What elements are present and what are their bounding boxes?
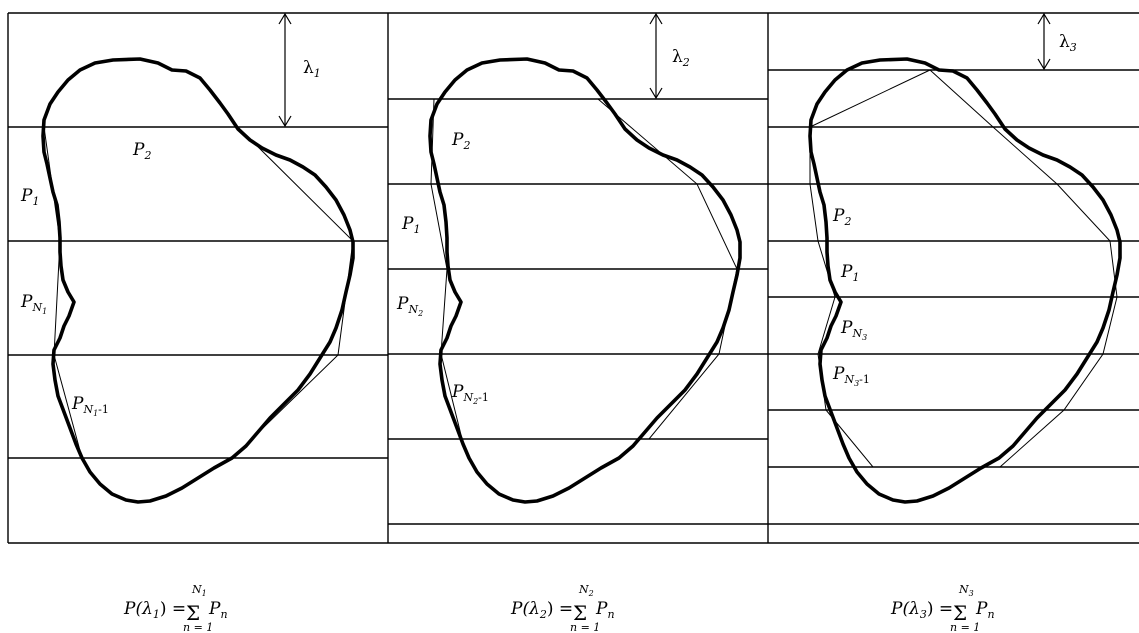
panel-2-grid — [388, 98, 768, 525]
svg-text:P(λ3) =: P(λ3) = — [890, 599, 953, 621]
segment-label-p1-panel3: P1 — [840, 262, 859, 284]
outline-shape-2 — [428, 57, 742, 504]
svg-text:n = 1: n = 1 — [950, 621, 980, 633]
svg-text:λ2: λ2 — [672, 47, 690, 69]
svg-text:λ1: λ1 — [303, 58, 321, 80]
segment-label-pn-panel2: PN2 — [396, 294, 423, 318]
lambda-arrow-1: λ1 — [278, 12, 321, 128]
lambda-arrow-2: λ2 — [649, 12, 690, 100]
formula-1: P(λ1) = Σ N1 n = 1 Pn — [123, 583, 228, 633]
polygon-approximation-3 — [809, 69, 1118, 468]
segment-label-p1-panel1: P1 — [20, 186, 39, 208]
lambda-subscript-1: 1 — [314, 67, 321, 80]
panel-1-grid — [7, 12, 1139, 544]
lambda-subscript-3: 3 — [1070, 41, 1077, 54]
segment-label-pn-panel1: PN1 — [20, 292, 47, 316]
lambda-subscript-2: 2 — [682, 56, 690, 69]
lambda-symbol-2: λ — [672, 47, 683, 67]
svg-text:Pn: Pn — [595, 599, 615, 621]
svg-text:N2: N2 — [578, 583, 594, 598]
sigma-symbol-2: Σ — [573, 601, 587, 625]
polygon-approximation-1 — [43, 126, 354, 459]
sigma-symbol-1: Σ — [186, 601, 200, 625]
segment-label-pn-minus-1-panel1: PN1-1 — [71, 394, 109, 418]
svg-text:P(λ2) =: P(λ2) = — [510, 599, 573, 621]
segment-label-p2-panel2: P2 — [451, 130, 470, 152]
panel-1: λ1 P2 P1 PN1 PN1-1 — [7, 12, 1139, 544]
svg-text:Pn: Pn — [208, 599, 228, 621]
svg-text:λ3: λ3 — [1059, 32, 1077, 54]
svg-text:N1: N1 — [191, 583, 207, 598]
segment-label-p2-panel1: P2 — [132, 140, 151, 162]
outline-shape-1 — [41, 57, 355, 504]
svg-text:Pn: Pn — [975, 599, 995, 621]
polygon-approximation-2 — [430, 98, 738, 440]
lambda-arrow-3: λ3 — [1037, 12, 1077, 71]
segment-label-p2-panel3: P2 — [832, 206, 851, 228]
svg-text:P(λ1) =: P(λ1) = — [123, 599, 186, 621]
lambda-symbol-1: λ — [303, 58, 314, 78]
svg-text:n = 1: n = 1 — [183, 621, 213, 633]
lambda-symbol-3: λ — [1059, 32, 1070, 52]
svg-text:n = 1: n = 1 — [570, 621, 600, 633]
formula-2: P(λ2) = Σ N2 n = 1 Pn — [510, 583, 615, 633]
segment-label-pn-panel3: PN3 — [840, 318, 867, 342]
segment-label-pn-minus-1-panel3: PN3-1 — [832, 364, 870, 388]
formula-3: P(λ3) = Σ N3 n = 1 Pn — [890, 583, 995, 633]
svg-text:N3: N3 — [958, 583, 974, 598]
segment-label-pn-minus-1-panel2: PN2-1 — [451, 382, 489, 406]
panel-2: λ2 P2 P1 PN2 PN2-1 — [388, 12, 768, 525]
panel-3: λ3 P2 P1 PN3 PN3-1 — [768, 12, 1139, 525]
panel-3-grid — [768, 69, 1139, 525]
segment-label-p1-panel2: P1 — [401, 214, 420, 236]
sigma-symbol-3: Σ — [953, 601, 967, 625]
